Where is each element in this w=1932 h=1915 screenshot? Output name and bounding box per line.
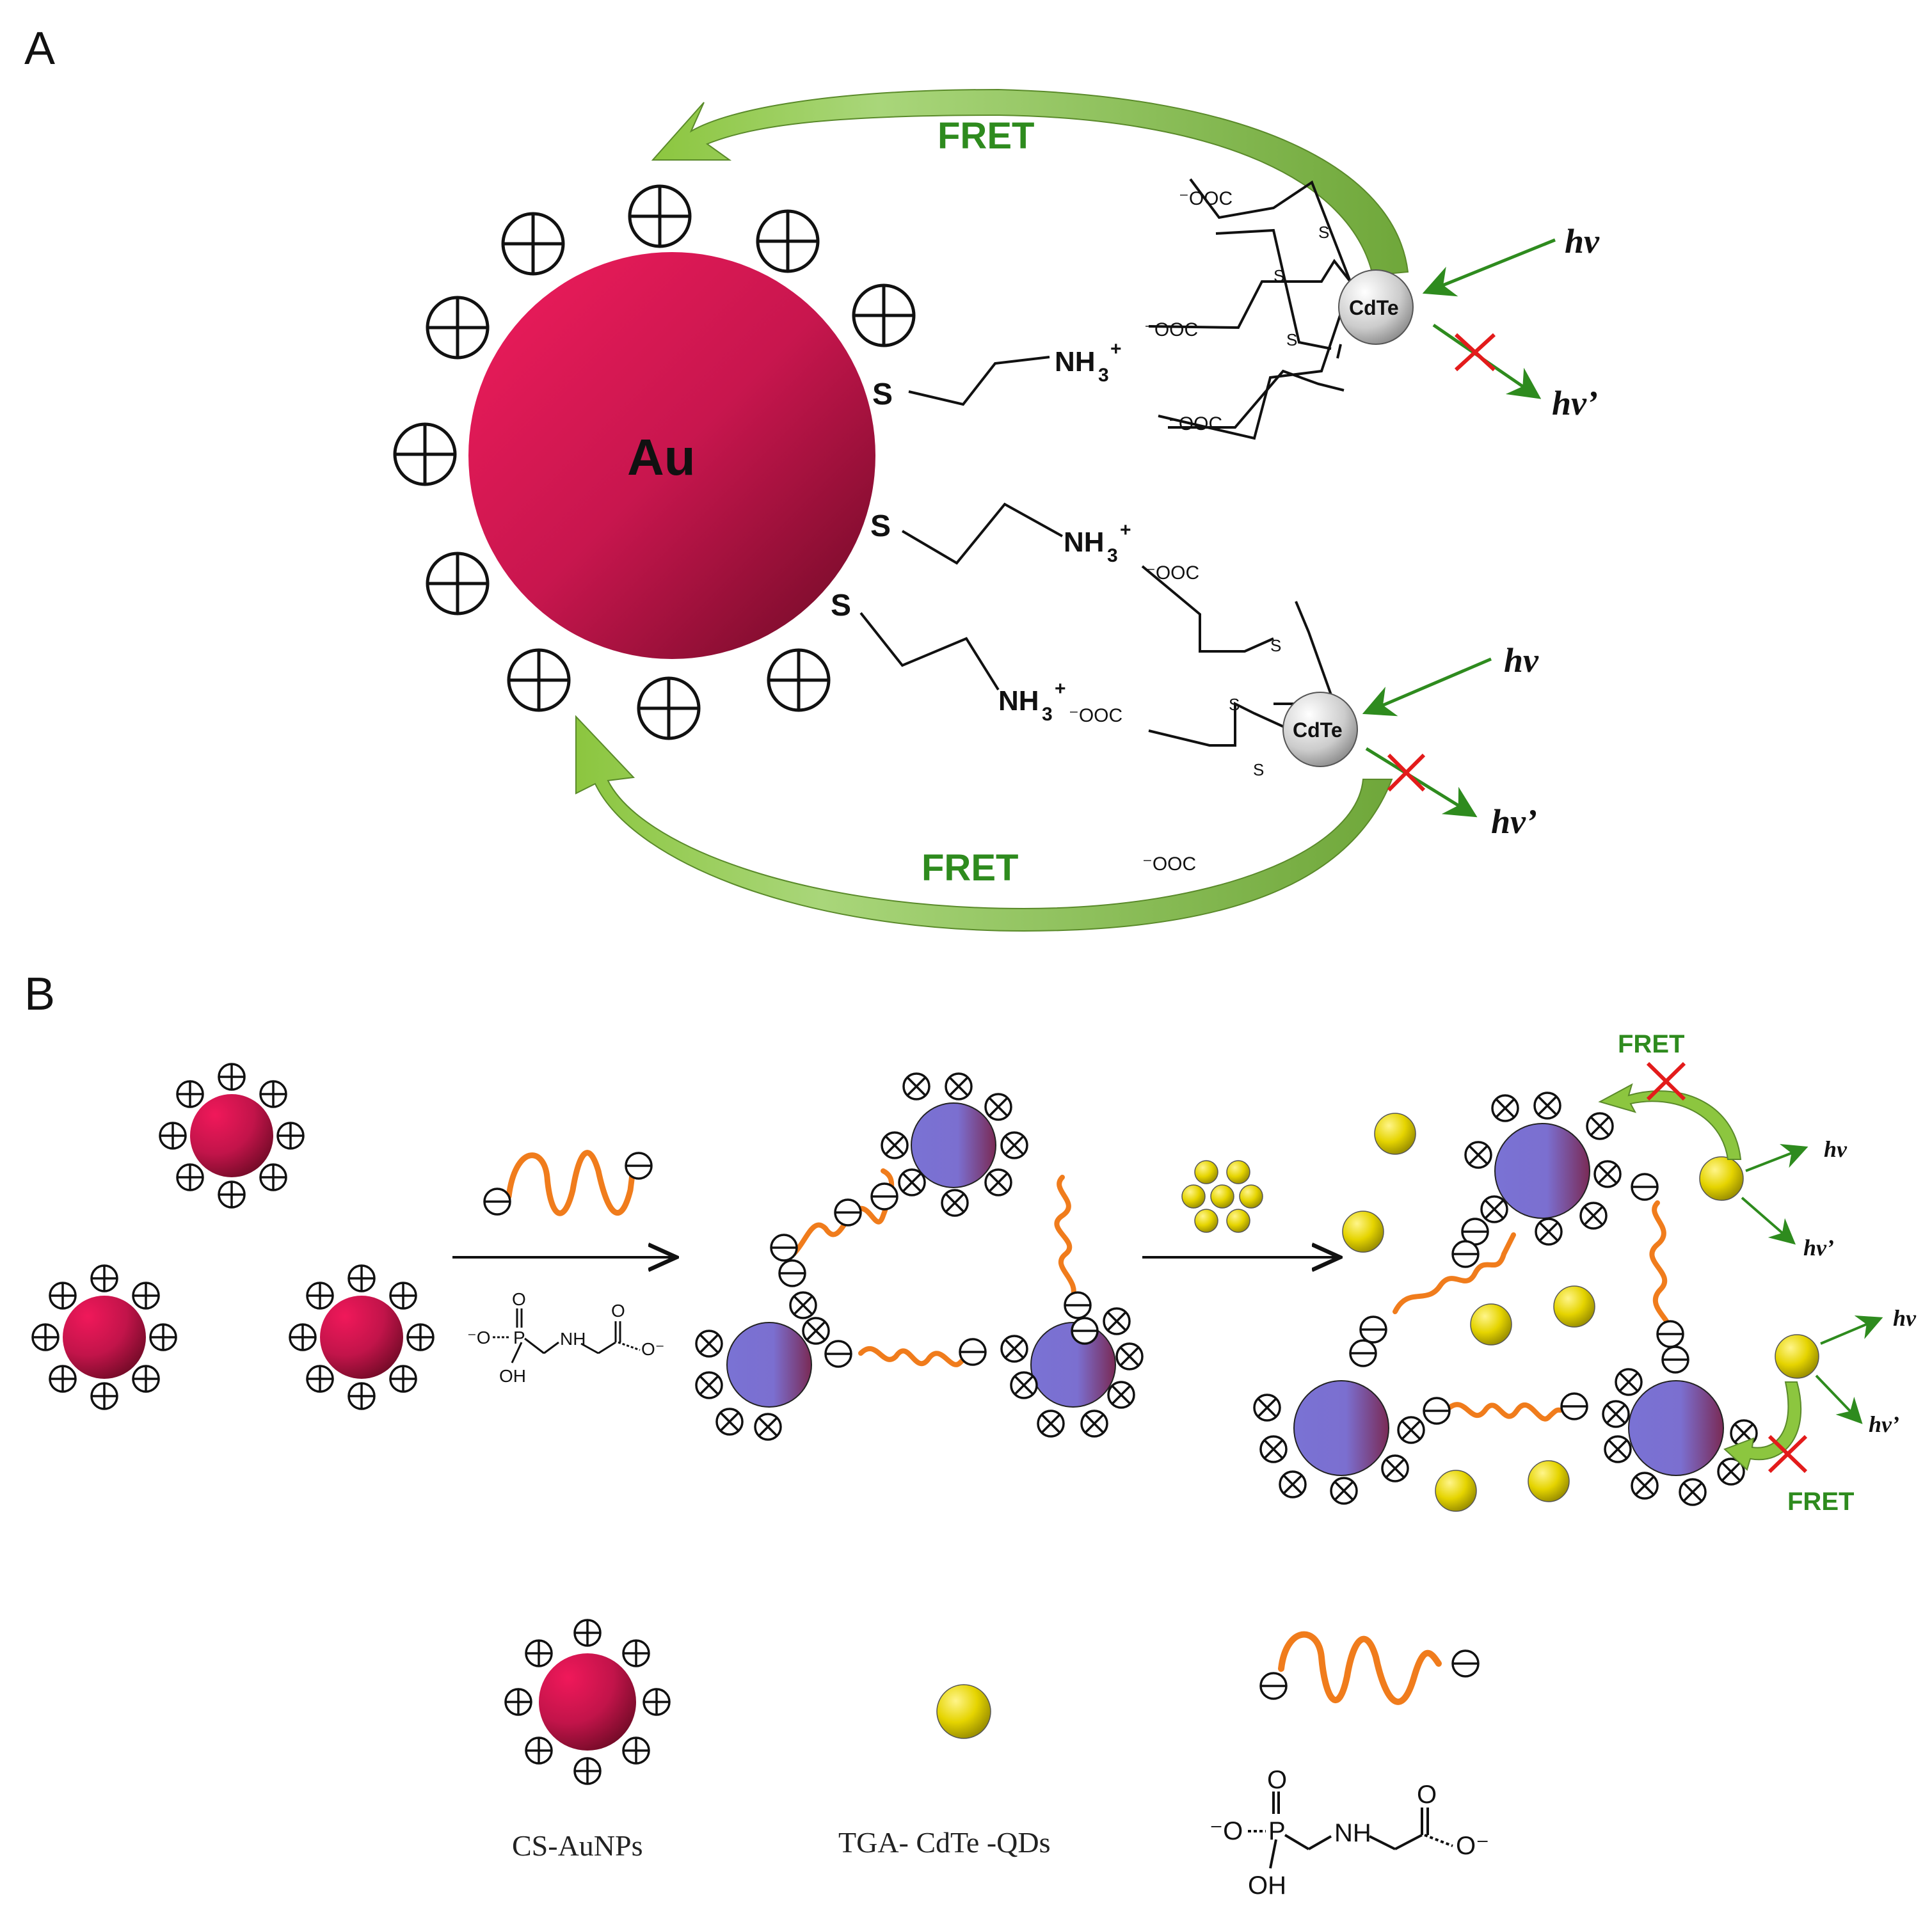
legend-aunp-label: CS-AuNPs [512,1829,643,1862]
gold-nanoparticle-large [468,252,875,659]
sulfur-small-6: S [1253,760,1264,779]
legend-glyphosate-wave [1259,1631,1480,1705]
svg-text:P: P [1268,1817,1286,1845]
svg-text:O: O [512,1289,526,1309]
svg-text:3: 3 [1042,704,1053,725]
aggregate-1 [695,1072,1144,1441]
sulfur-small-3: S [1286,330,1297,349]
cdte-label-top: CdTe [1349,296,1399,319]
svg-text:3: 3 [1098,365,1109,386]
qd-cluster [1181,1160,1263,1233]
emission-arrows-b [1741,1143,1883,1424]
legend-qd-label: TGA- CdTe -QDs [838,1826,1051,1859]
sulfur-small-2: S [1273,266,1284,285]
hv-label-a2: hv [1504,641,1539,679]
cdte-quantum-dot-top [1338,269,1414,345]
carboxylate-a1: ⁻OOC [1144,319,1198,340]
carboxylate-a3: ⁻OOC [1169,413,1222,434]
fret-arrow-top [651,88,1409,276]
fret-label-top: FRET [938,115,1034,157]
svg-text:P: P [513,1328,525,1347]
au-label: Au [627,429,696,486]
svg-text:OH: OH [1248,1871,1286,1900]
svg-text:OH: OH [499,1366,526,1386]
svg-text:+: + [1055,678,1066,699]
cs-aunp-1 [159,1063,305,1209]
svg-text:NH: NH [1334,1819,1371,1847]
hv-label-a1: hv [1565,222,1600,260]
fret-label-b2: FRET [1787,1488,1854,1516]
cs-aunp-3 [289,1264,435,1410]
glyphosate-wave-1 [483,1150,653,1216]
cdte-label-bottom: CdTe [1293,719,1343,742]
panel-b-label: B [24,969,55,1020]
hv-prime-label-b1: hv’ [1803,1235,1834,1260]
legend-qd-icon [936,1684,991,1739]
panel-a-label: A [24,23,55,74]
hv-prime-label-b2: hv’ [1869,1411,1899,1437]
blocked-emission-crosses-a [1387,333,1496,792]
svg-text:⁻O: ⁻O [467,1328,491,1347]
svg-text:NH: NH [1064,527,1105,558]
sulfur-label-1: S [872,377,893,411]
svg-text:O⁻: O⁻ [641,1339,665,1359]
svg-text:NH: NH [560,1329,586,1349]
svg-text:+: + [1110,338,1122,360]
cdte-quantum-dot-bottom [1282,692,1358,767]
ammonium-3: NH 3 + [998,678,1066,725]
svg-text:O: O [611,1301,625,1321]
hv-prime-label-a1: hv’ [1552,384,1598,422]
hv-prime-label-a2: hv’ [1491,802,1537,841]
carboxylate-a6: ⁻OOC [1142,854,1196,875]
sulfur-small-1: S [1318,223,1329,242]
sulfur-small-5: S [1229,695,1240,714]
svg-text:3: 3 [1107,545,1118,566]
carboxylate-a2: ⁻OOC [1179,188,1233,209]
fret-label-b1: FRET [1618,1030,1684,1058]
ammonium-2: NH 3 + [1064,520,1131,566]
ammonium-1: NH 3 + [1055,338,1122,386]
sulfur-label-3: S [831,589,851,623]
svg-text:+: + [1120,520,1131,541]
hv-label-b2: hv [1893,1305,1917,1331]
fret-label-bottom: FRET [922,847,1018,889]
fret-arrow-bottom [575,715,1393,932]
linker-chains [859,178,1352,747]
glyphosate-structure-1: O P ⁻O NH OH O O⁻ [467,1289,665,1386]
cs-aunp-group [31,1063,435,1410]
sulfur-small-4: S [1270,636,1281,655]
svg-text:O: O [1417,1781,1437,1809]
legend-aunp-icon [504,1619,671,1785]
svg-text:NH: NH [998,685,1039,717]
carboxylate-a4: ⁻OOC [1146,562,1199,584]
legend-glyphosate-structure: O P ⁻O NH OH O O⁻ [1209,1766,1489,1900]
svg-text:O: O [1267,1766,1287,1794]
svg-text:⁻O: ⁻O [1209,1817,1243,1845]
fret-blocked-crosses-b [1646,1061,1808,1474]
sulfur-label-2: S [870,509,891,543]
excitation-arrows-a [1362,238,1556,818]
svg-text:O⁻: O⁻ [1456,1832,1489,1860]
hv-label-b1: hv [1824,1136,1848,1162]
carboxylate-a5: ⁻OOC [1069,705,1122,726]
svg-text:NH: NH [1055,346,1096,377]
aggregate-2 [1253,1092,1819,1512]
cs-aunp-2 [31,1264,177,1410]
